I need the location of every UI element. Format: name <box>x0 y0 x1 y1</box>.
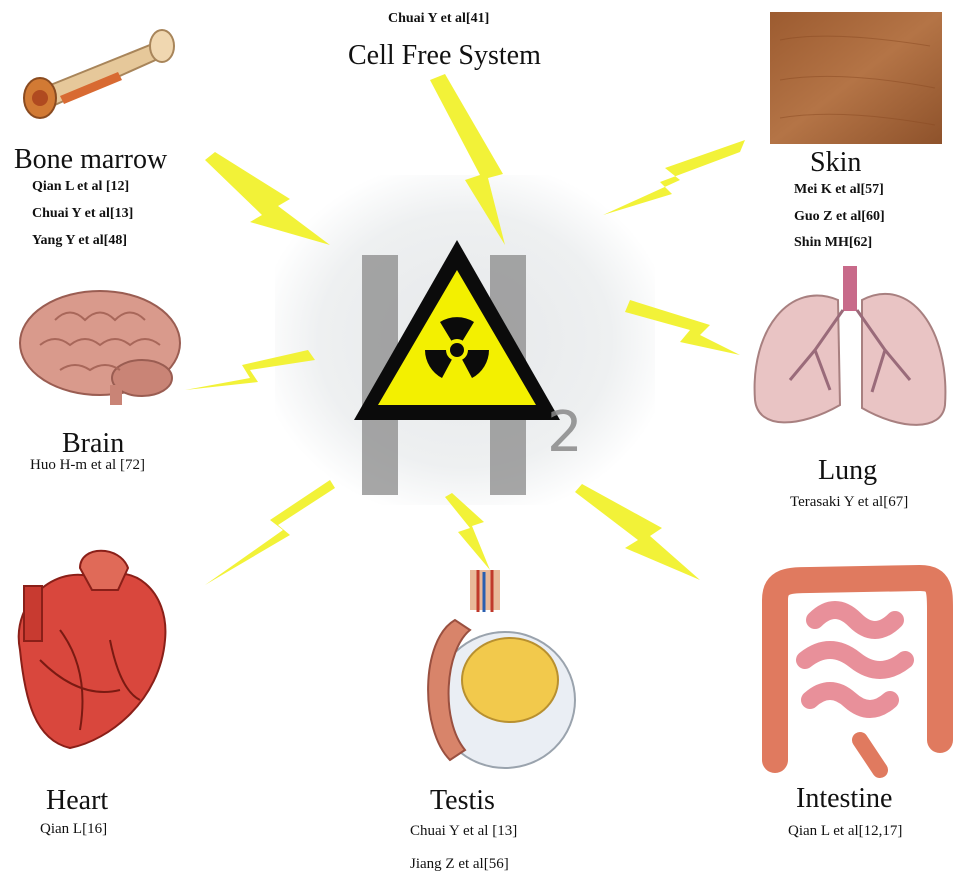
lung-title: Lung <box>818 455 877 487</box>
cell-free-ref: Chuai Y et al[41] <box>388 12 489 26</box>
skin-ref-1: Mei K et al[57] <box>794 183 884 197</box>
testis-illustration <box>428 570 575 768</box>
bone-marrow-ref-1: Qian L et al [12] <box>32 180 129 194</box>
bone-marrow-illustration <box>24 30 174 118</box>
brain-title: Brain <box>62 428 124 460</box>
testis-title: Testis <box>430 785 495 817</box>
brain-illustration <box>20 291 180 405</box>
heart-title: Heart <box>46 785 108 817</box>
bolt-heart <box>205 480 335 585</box>
brain-ref-1: Huo H-m et al [72] <box>30 458 145 473</box>
heart-ref-1: Qian L[16] <box>40 822 107 837</box>
cell-free-title: Cell Free System <box>348 40 541 72</box>
bone-marrow-title: Bone marrow <box>14 144 167 176</box>
bone-marrow-ref-3: Yang Y et al[48] <box>32 234 127 248</box>
testis-ref-1: Chuai Y et al [13] <box>410 824 517 839</box>
bolt-intestine <box>575 484 700 580</box>
bone-marrow-ref-2: Chuai Y et al[13] <box>32 207 133 221</box>
testis-ref-2: Jiang Z et al[56] <box>410 857 509 872</box>
intestine-ref-1: Qian L et al[12,17] <box>788 824 902 839</box>
skin-title: Skin <box>810 147 861 179</box>
lung-ref-1: Terasaki Y et al[67] <box>790 495 908 510</box>
intestine-title: Intestine <box>796 783 892 815</box>
lung-illustration <box>755 266 946 425</box>
heart-illustration <box>19 551 166 748</box>
skin-ref-3: Shin MH[62] <box>794 236 872 250</box>
skin-ref-2: Guo Z et al[60] <box>794 210 885 224</box>
intestine-illustration <box>775 578 940 770</box>
h2-subscript: 2 <box>547 400 583 465</box>
skin-texture-image <box>770 12 942 144</box>
